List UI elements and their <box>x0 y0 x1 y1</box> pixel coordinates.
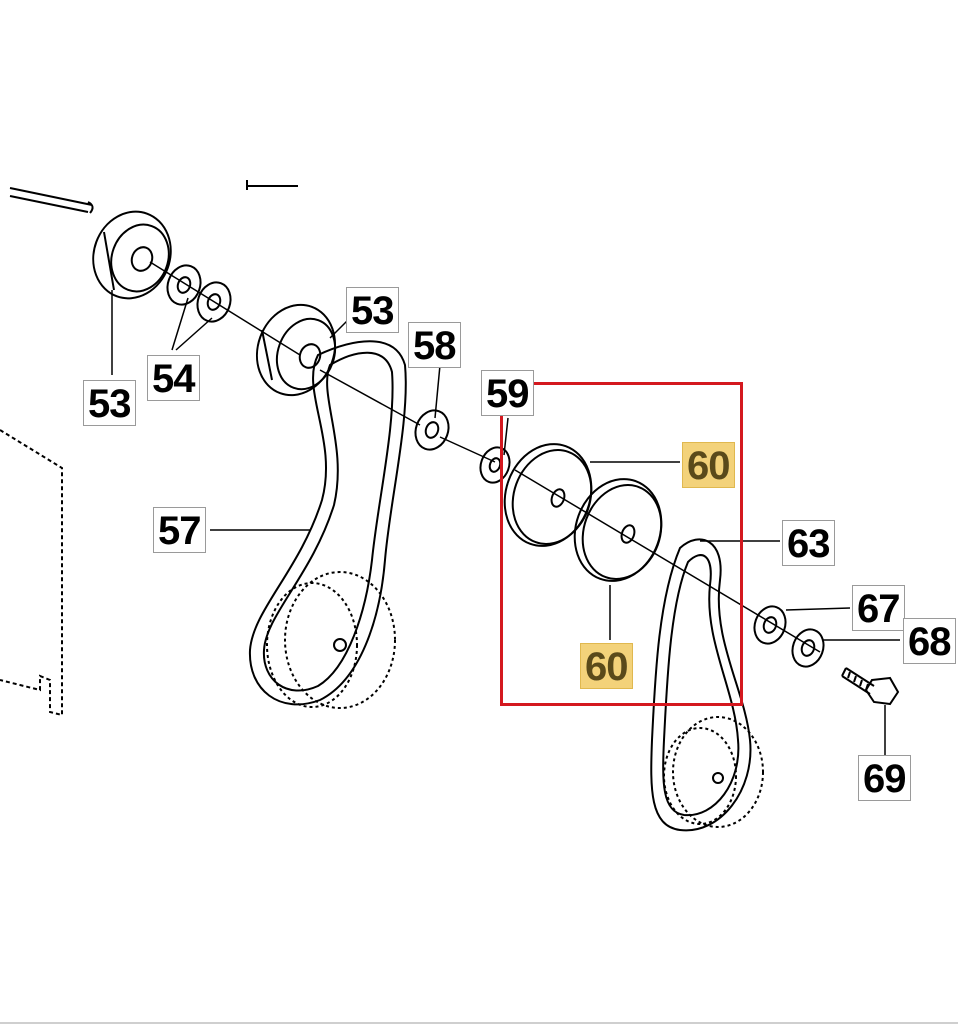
disc-60-upper <box>503 443 593 547</box>
washers-54 <box>166 264 232 323</box>
bolt-69 <box>841 667 900 706</box>
leader-lines <box>111 290 900 760</box>
washer-58 <box>414 409 450 451</box>
callout-57: 57 <box>153 507 206 553</box>
callout-67: 67 <box>852 585 905 631</box>
frame-fragment <box>246 180 298 190</box>
belt-63 <box>650 538 752 832</box>
washer-67 <box>753 605 787 645</box>
callout-60-lower: 60 <box>580 643 633 689</box>
image-bottom-border <box>0 1022 958 1024</box>
callout-53-left: 53 <box>83 380 136 426</box>
pulley-right <box>663 716 764 828</box>
washer-68 <box>791 628 825 668</box>
axis-line <box>149 261 821 653</box>
callout-69: 69 <box>858 755 911 801</box>
shaft <box>9 187 94 214</box>
disc-60-lower <box>573 478 663 582</box>
callout-68: 68 <box>903 618 956 664</box>
callout-54: 54 <box>147 355 200 401</box>
callout-59: 59 <box>481 370 534 416</box>
callout-60-upper: 60 <box>682 442 735 488</box>
belt-57 <box>248 340 407 706</box>
callout-53-middle: 53 <box>346 287 399 333</box>
bearing-53-left <box>92 210 172 300</box>
highlight-box <box>500 382 743 706</box>
pulley-left <box>266 571 396 709</box>
frame-left <box>0 429 63 717</box>
callout-58: 58 <box>408 322 461 368</box>
callout-63: 63 <box>782 520 835 566</box>
